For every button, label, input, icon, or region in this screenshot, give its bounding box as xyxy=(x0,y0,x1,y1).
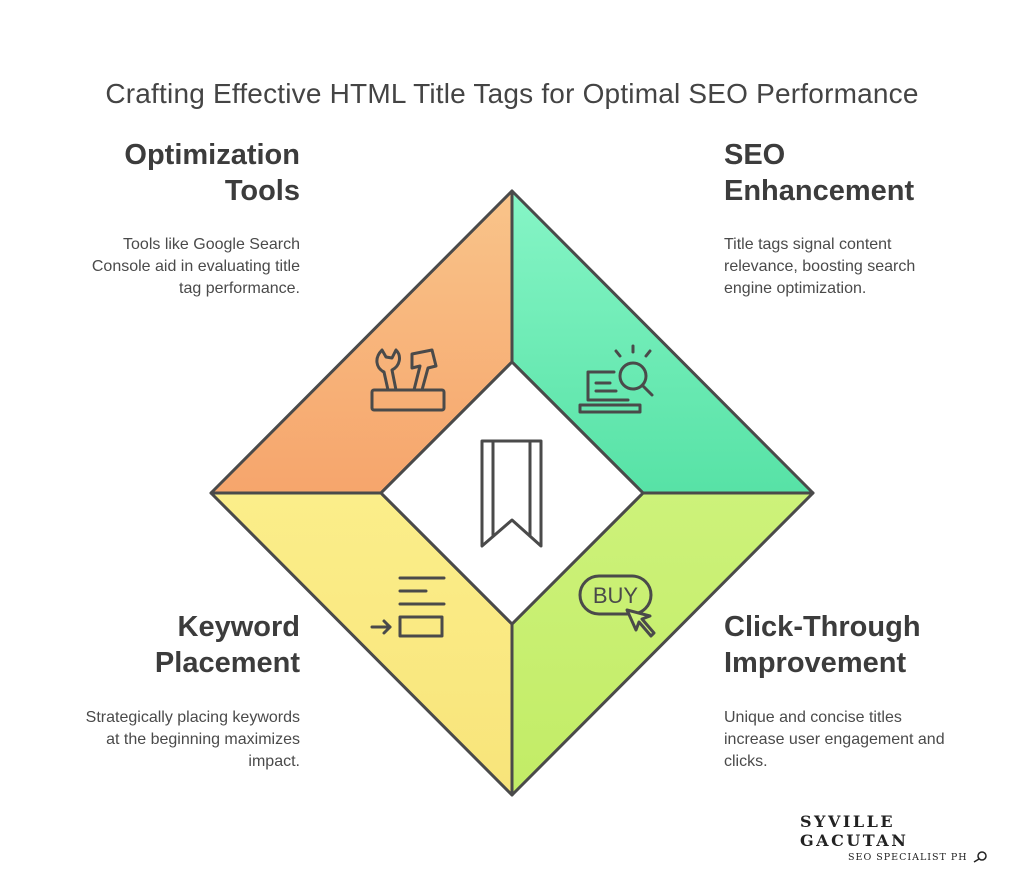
heading-click-through-improvement: Click-Through Improvement xyxy=(724,611,921,679)
desc-optimization-tools: Tools like Google Search Console aid in … xyxy=(91,236,300,297)
toolbox-icon xyxy=(370,348,446,412)
desc-click-through-improvement: Unique and concise titles increase user … xyxy=(724,709,945,770)
heading-keyword-placement: Keyword Placement xyxy=(154,611,300,679)
page-title: Crafting Effective HTML Title Tags for O… xyxy=(105,78,919,109)
laptop-search-icon xyxy=(578,344,654,414)
svg-text:BUY: BUY xyxy=(593,583,639,608)
brand-subtitle: SEO SPECIALIST PH xyxy=(800,851,1000,863)
buy-click-icon: BUY xyxy=(578,574,656,638)
text-align-arrow-icon xyxy=(370,576,446,638)
desc-seo-enhancement: Title tags signal content relevance, boo… xyxy=(724,236,916,297)
bookmark-icon xyxy=(480,439,543,548)
magnifier-icon xyxy=(973,851,987,863)
heading-optimization-tools: Optimization Tools xyxy=(124,139,300,207)
center-diamond xyxy=(379,360,645,626)
desc-keyword-placement: Strategically placing keywords at the be… xyxy=(85,709,300,770)
brand-logo: SYVILLE GACUTAN SEO SPECIALIST PH xyxy=(800,812,1000,863)
brand-name: SYVILLE GACUTAN xyxy=(800,812,909,850)
heading-seo-enhancement: SEO Enhancement xyxy=(724,139,915,207)
